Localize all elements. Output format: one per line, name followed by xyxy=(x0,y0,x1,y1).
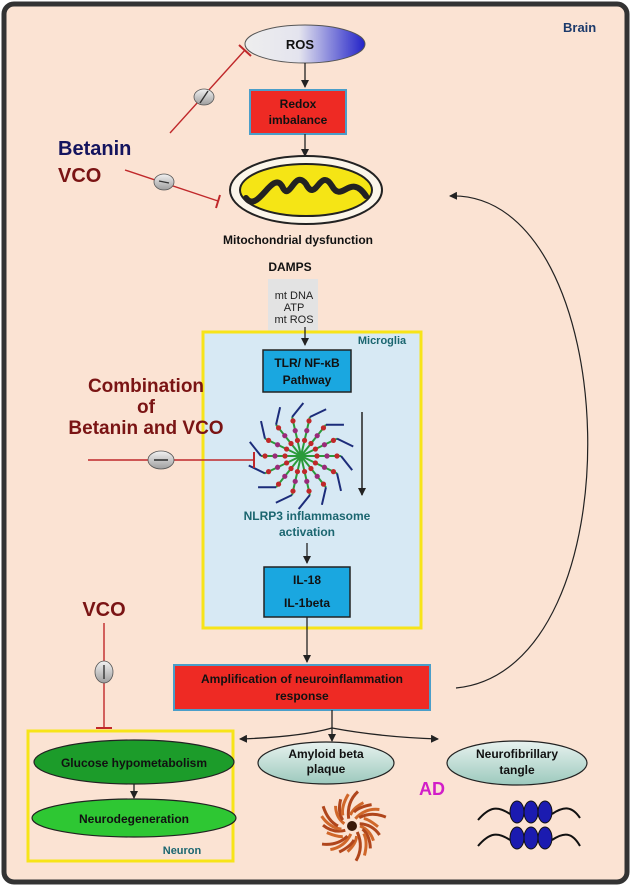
tangle-label-line2: tangle xyxy=(499,763,535,777)
damps-item-mtdna: mt DNA xyxy=(275,290,314,302)
combination-label-line1: Combination xyxy=(88,376,204,397)
amplification-label-line1: Amplification of neuroinflammation xyxy=(201,672,403,686)
tlr-label-line1: TLR/ NF-κB xyxy=(274,356,340,370)
vco-label: VCO xyxy=(58,165,101,187)
betanin-label: Betanin xyxy=(58,138,131,160)
ad-label: AD xyxy=(419,779,445,799)
tlr-label-line2: Pathway xyxy=(283,373,332,387)
neuron-label: Neuron xyxy=(163,845,202,857)
nlrp3-label-line1: NLRP3 inflammasome xyxy=(244,509,371,523)
neurodegeneration-label: Neurodegeneration xyxy=(79,812,189,826)
glucose-label: Glucose hypometabolism xyxy=(61,756,207,770)
damps-item-atp: ATP xyxy=(284,302,305,314)
mitochondrion-icon xyxy=(230,156,382,224)
tangle-label-line1: Neurofibrillary xyxy=(476,747,558,761)
redox-label-line1: Redox xyxy=(280,97,317,111)
combination-label-line3: Betanin and VCO xyxy=(68,418,223,439)
damps-item-mtros: mt ROS xyxy=(274,314,313,326)
amplification-label-line2: response xyxy=(275,689,329,703)
nlrp3-label-line2: activation xyxy=(279,525,335,539)
redox-label-line2: imbalance xyxy=(269,113,328,127)
brain-label: Brain xyxy=(563,20,596,35)
amyloid-label-line1: Amyloid beta xyxy=(288,747,364,761)
ros-label: ROS xyxy=(286,37,315,52)
il1beta-label: IL-1beta xyxy=(284,596,330,610)
il18-label: IL-18 xyxy=(293,573,321,587)
combination-label-line2: of xyxy=(137,397,156,418)
amyloid-label-line2: plaque xyxy=(307,762,346,776)
mito-caption: Mitochondrial dysfunction xyxy=(223,233,373,247)
vco-label-2: VCO xyxy=(82,599,125,621)
microglia-label: Microglia xyxy=(358,335,407,347)
damps-title: DAMPS xyxy=(268,260,311,274)
